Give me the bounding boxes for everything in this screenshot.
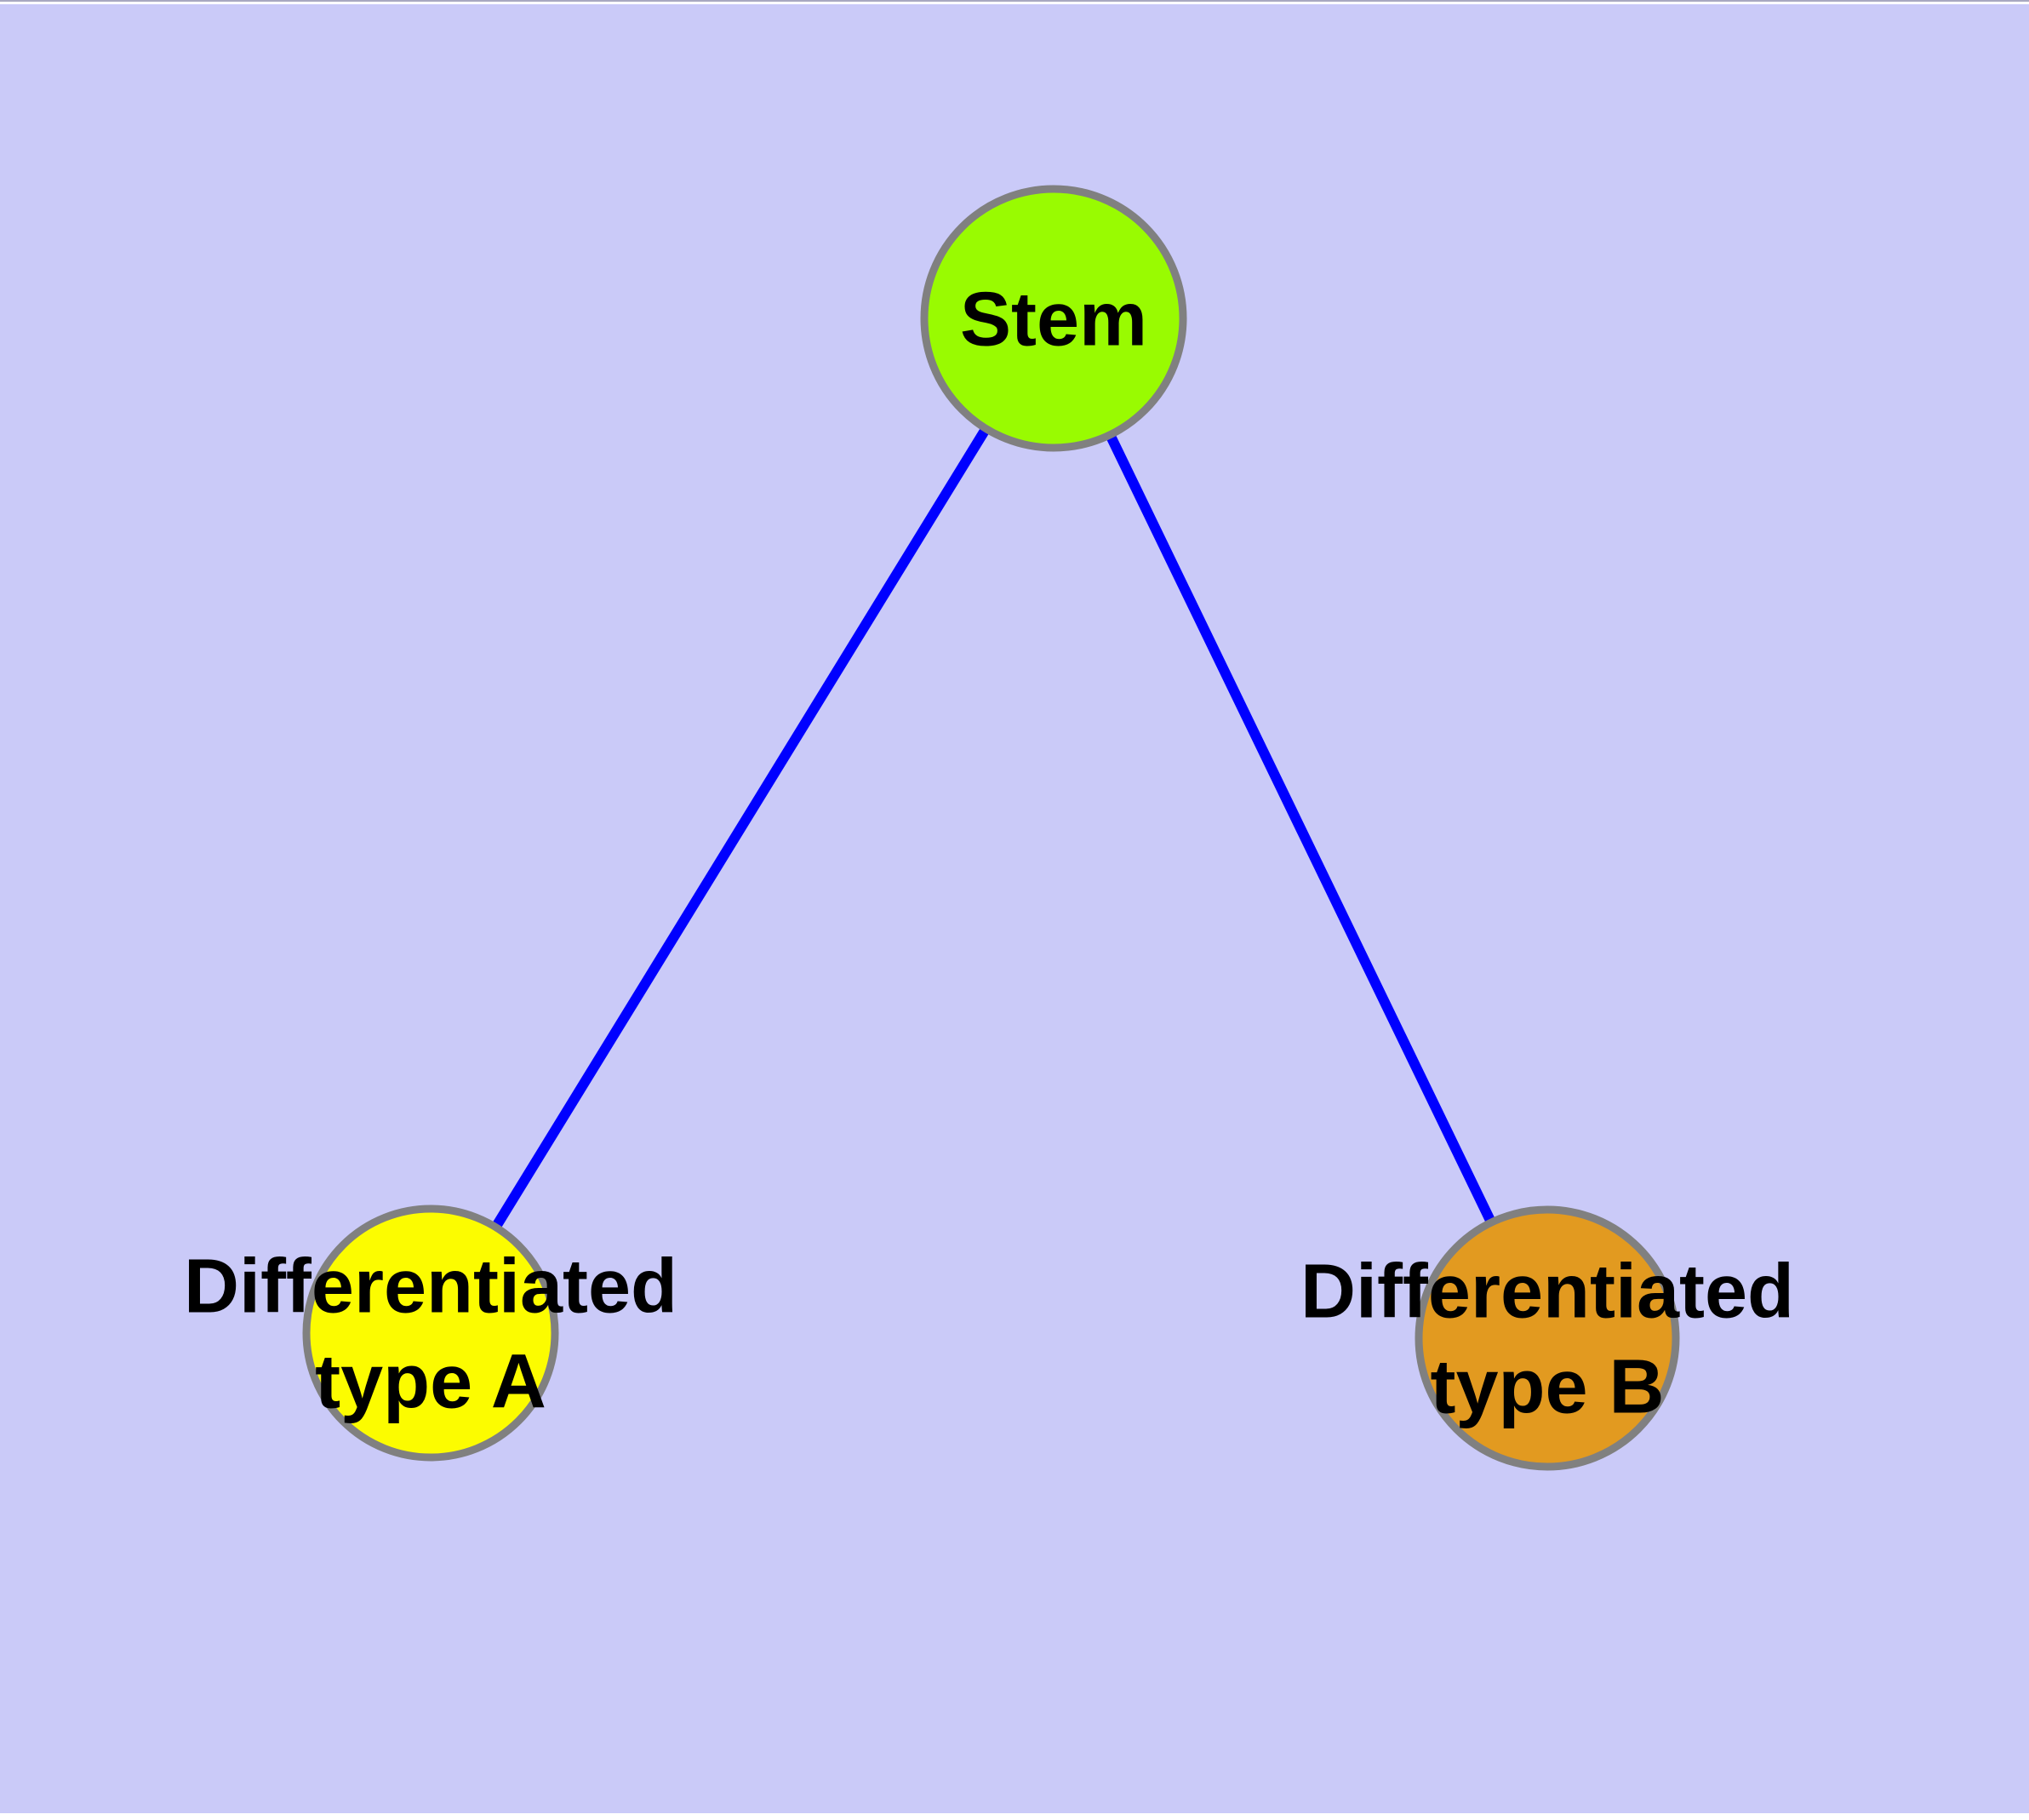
edge-stem-typeA: [426, 315, 1059, 1336]
nodes-layer: [302, 185, 1680, 1471]
top-hairline: [0, 0, 2029, 2]
bottom-margin-strip: [0, 1813, 2029, 1820]
node-typeB-circle: [1415, 1205, 1680, 1471]
edges-layer: [426, 315, 1552, 1341]
edge-stem-typeB: [1049, 316, 1552, 1341]
node-typeA-circle: [302, 1205, 559, 1462]
node-stem-circle: [920, 185, 1187, 452]
top-margin-strip: [0, 0, 2029, 4]
node-stem-label: Stem: [960, 278, 1147, 363]
